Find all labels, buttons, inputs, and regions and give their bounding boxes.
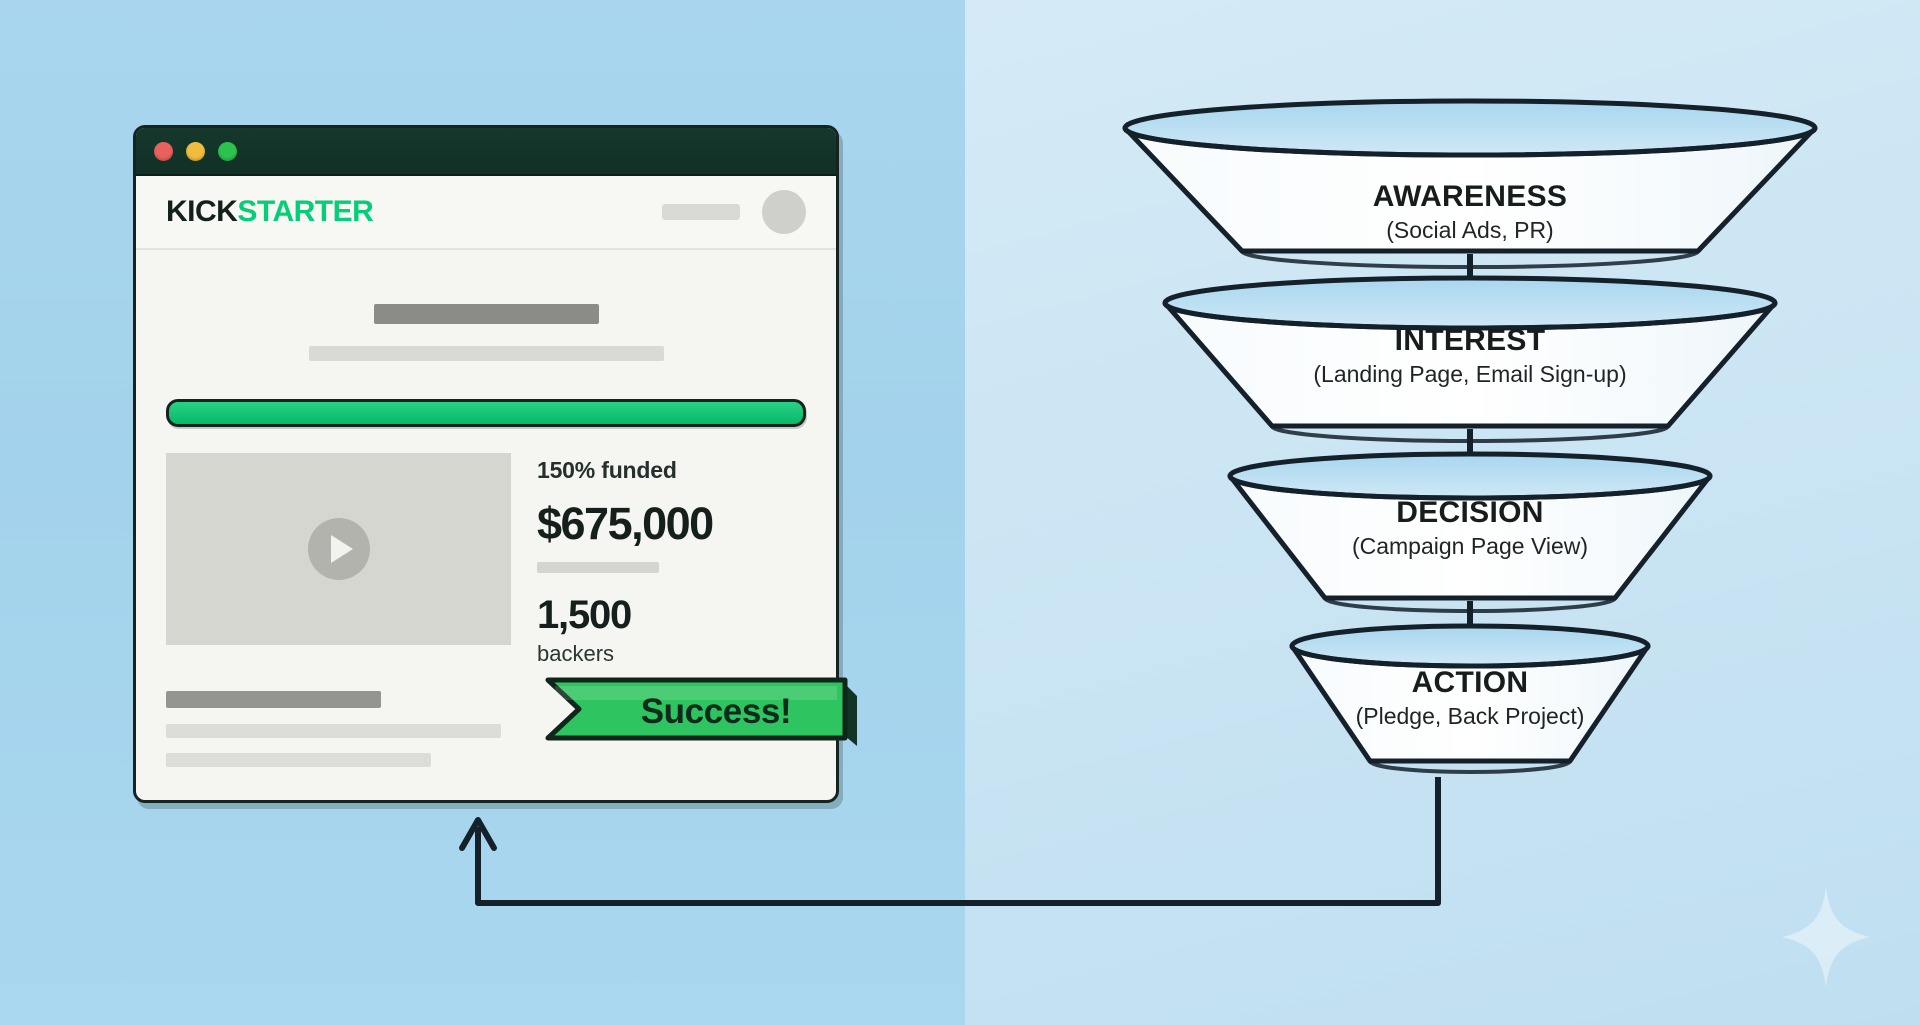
funnel-stage-awareness [1122,98,1818,269]
maximize-window-dot[interactable] [218,141,237,161]
logo-text-kick: KICK [166,195,238,228]
funnel-stage-action [1289,623,1651,774]
funnel-shapes [1122,98,1818,774]
funded-percent-value: 150% [537,457,596,483]
footer-placeholder-line-2 [166,724,501,738]
backers-label: backers [537,641,615,666]
funnel-stage-decision [1227,451,1713,613]
play-triangle [331,535,353,563]
campaign-content-row: 150% funded $675,000 1,500 backers [166,453,806,667]
browser-titlebar [136,128,836,176]
campaign-page-body: 150% funded $675,000 1,500 backers [136,250,836,767]
funded-label: funded [601,457,677,483]
kickstarter-browser-window[interactable]: KICKSTARTER 150% funded [133,125,839,803]
stats-placeholder-bar [537,562,659,573]
logo-text-starter: STARTER [237,195,374,228]
avatar[interactable] [762,190,806,234]
footer-placeholder-line-1 [166,691,381,708]
campaign-subtitle-placeholder [308,346,664,361]
footer-placeholder-line-3 [166,753,431,767]
minimize-window-dot[interactable] [186,141,205,161]
success-ribbon: Success! [545,676,857,748]
funded-percent-row: 150% funded [537,457,713,484]
campaign-stats: 150% funded $675,000 1,500 backers [537,453,714,667]
funding-progress-bar [166,399,806,427]
amount-raised: $675,000 [537,498,714,549]
backers-count: 1,500 [537,593,632,637]
close-window-dot[interactable] [154,141,173,161]
campaign-footer-placeholders [166,691,806,767]
play-icon[interactable] [307,518,370,580]
funnel-stage-interest [1162,275,1778,443]
success-ribbon-label: Success! [640,692,792,731]
site-navbar: KICKSTARTER [136,176,836,250]
navbar-placeholder-bar [662,204,740,220]
kickstarter-logo[interactable]: KICKSTARTER [166,195,374,229]
conversion-funnel: AWARENESS (Social Ads, PR) INTEREST (Lan… [1120,96,1820,816]
campaign-video-thumbnail[interactable] [166,453,511,645]
campaign-title-placeholder [373,304,599,324]
